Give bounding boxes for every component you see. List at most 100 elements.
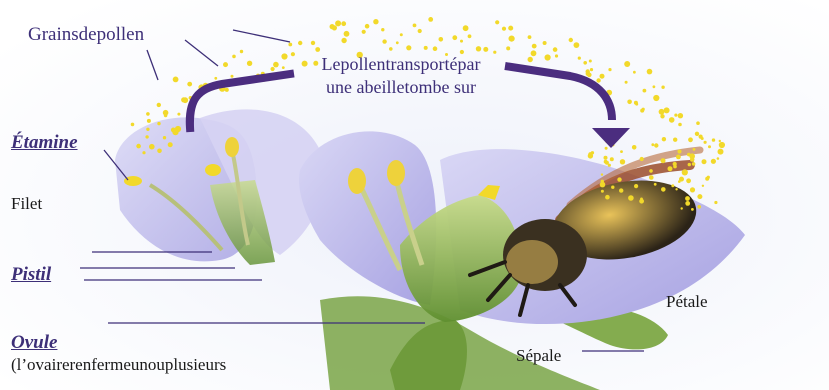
pollen-grain: [702, 185, 704, 187]
pollen-grain: [705, 177, 709, 181]
pollen-grain: [502, 27, 506, 31]
pollen-grain: [177, 113, 180, 116]
pollen-grain: [413, 24, 417, 28]
label-pollen-transport: Lepollentransportépar une abeilletombe s…: [286, 53, 516, 99]
left-flower-anther: [205, 164, 221, 176]
pollen-grain: [149, 144, 155, 150]
label-petal: Pétale: [666, 293, 708, 310]
pollen-grain: [696, 121, 700, 125]
pollen-grain: [157, 103, 161, 107]
pollen-grain: [678, 123, 682, 127]
pollen-grain: [164, 114, 168, 118]
pollen-grain: [171, 127, 176, 132]
pollen-grain: [702, 159, 707, 164]
pollen-grain: [639, 199, 644, 204]
pollen-grain: [131, 123, 135, 127]
pollen-grain: [685, 201, 690, 206]
pollen-grain: [439, 37, 444, 42]
pollen-grain: [611, 186, 614, 189]
pollen-grain: [341, 21, 346, 26]
main-flower-anther: [387, 160, 405, 186]
pollen-grain: [463, 25, 469, 31]
pollen-grain: [145, 135, 148, 138]
pollen-grain: [590, 68, 593, 71]
pollen-grain: [147, 119, 151, 123]
pollen-grain: [157, 149, 162, 154]
pollen-grain: [647, 69, 653, 75]
pollen-grain: [681, 207, 683, 209]
pollen-grain: [476, 46, 481, 51]
pollen-grain: [605, 195, 610, 200]
pollen-grain: [661, 187, 666, 192]
pollen-grain: [344, 31, 350, 37]
pollen-grain: [569, 38, 573, 42]
pollen-grain: [588, 153, 593, 158]
label-stamen: Étamine: [11, 133, 78, 152]
pollen-grain: [712, 138, 715, 141]
pollen-grain: [605, 147, 608, 150]
pollen-grain: [701, 137, 704, 140]
pollen-grain: [608, 164, 611, 167]
pollen-grain: [600, 182, 606, 188]
pollen-grain: [315, 47, 320, 52]
pollen-grain: [157, 122, 160, 125]
pollen-grain: [659, 109, 665, 115]
label-pollen-transport-line-2: une abeilletombe sur: [286, 76, 516, 99]
pollen-grain: [624, 61, 630, 67]
pollen-grain: [711, 159, 716, 164]
pollen-grain: [428, 17, 433, 22]
pollen-grain: [173, 77, 179, 83]
pollen-grain: [686, 178, 691, 183]
pollen-grain: [232, 55, 236, 59]
pollen-grain: [632, 145, 637, 150]
label-pollen-transport-line-1: Lepollentransportépar: [286, 53, 516, 76]
pollen-grain: [688, 163, 691, 166]
pollen-grain: [365, 24, 370, 29]
pollen-grain: [146, 112, 150, 116]
pollen-grain: [678, 113, 683, 118]
pollen-grain: [433, 46, 438, 51]
pollen-grain: [231, 75, 234, 78]
pollen-grain: [674, 114, 677, 117]
pollen-grain: [685, 196, 690, 201]
pollen-grain: [719, 140, 721, 142]
pollen-grain: [664, 107, 670, 113]
label-pollen-grains: Grainsdepollen: [28, 25, 144, 44]
pollen-grain: [460, 40, 463, 43]
pollen-grain: [708, 145, 711, 148]
pollen-grain: [396, 41, 399, 44]
pollen-grain: [693, 148, 696, 151]
pollen-grain: [690, 157, 695, 162]
pollen-grain: [604, 160, 608, 164]
pollen-grain: [601, 190, 604, 193]
pollen-grain: [662, 137, 666, 141]
pollen-grain: [187, 82, 192, 87]
pollen-grain: [654, 183, 657, 186]
pollen-grain: [543, 41, 547, 45]
pollen-grain: [719, 142, 725, 148]
pollen-grain: [688, 137, 693, 142]
pollen-grain: [311, 41, 315, 45]
label-ovule: Ovule: [11, 333, 57, 352]
pollen-grain: [653, 85, 656, 88]
pollen-grain: [668, 166, 673, 171]
pollen-grain: [528, 57, 533, 62]
pollen-grain: [673, 165, 677, 169]
pollen-grain: [653, 95, 659, 101]
pollen-grain: [649, 175, 654, 180]
pollen-grain: [362, 30, 366, 34]
pollen-grain: [288, 43, 292, 47]
pollen-grain: [697, 205, 701, 209]
pollen-grain: [676, 155, 681, 160]
pollen-grain: [389, 47, 393, 51]
pollen-grain: [691, 208, 694, 211]
pollen-grain: [682, 169, 688, 175]
pollen-grain: [298, 41, 302, 45]
pollen-grain: [635, 103, 638, 106]
pollen-grain: [695, 132, 699, 136]
pollen-grain: [495, 20, 499, 24]
label-sepal: Sépale: [516, 347, 561, 364]
pollen-grain: [468, 34, 472, 38]
label-pistil: Pistil: [11, 265, 51, 284]
main-flower-anther: [348, 168, 366, 194]
